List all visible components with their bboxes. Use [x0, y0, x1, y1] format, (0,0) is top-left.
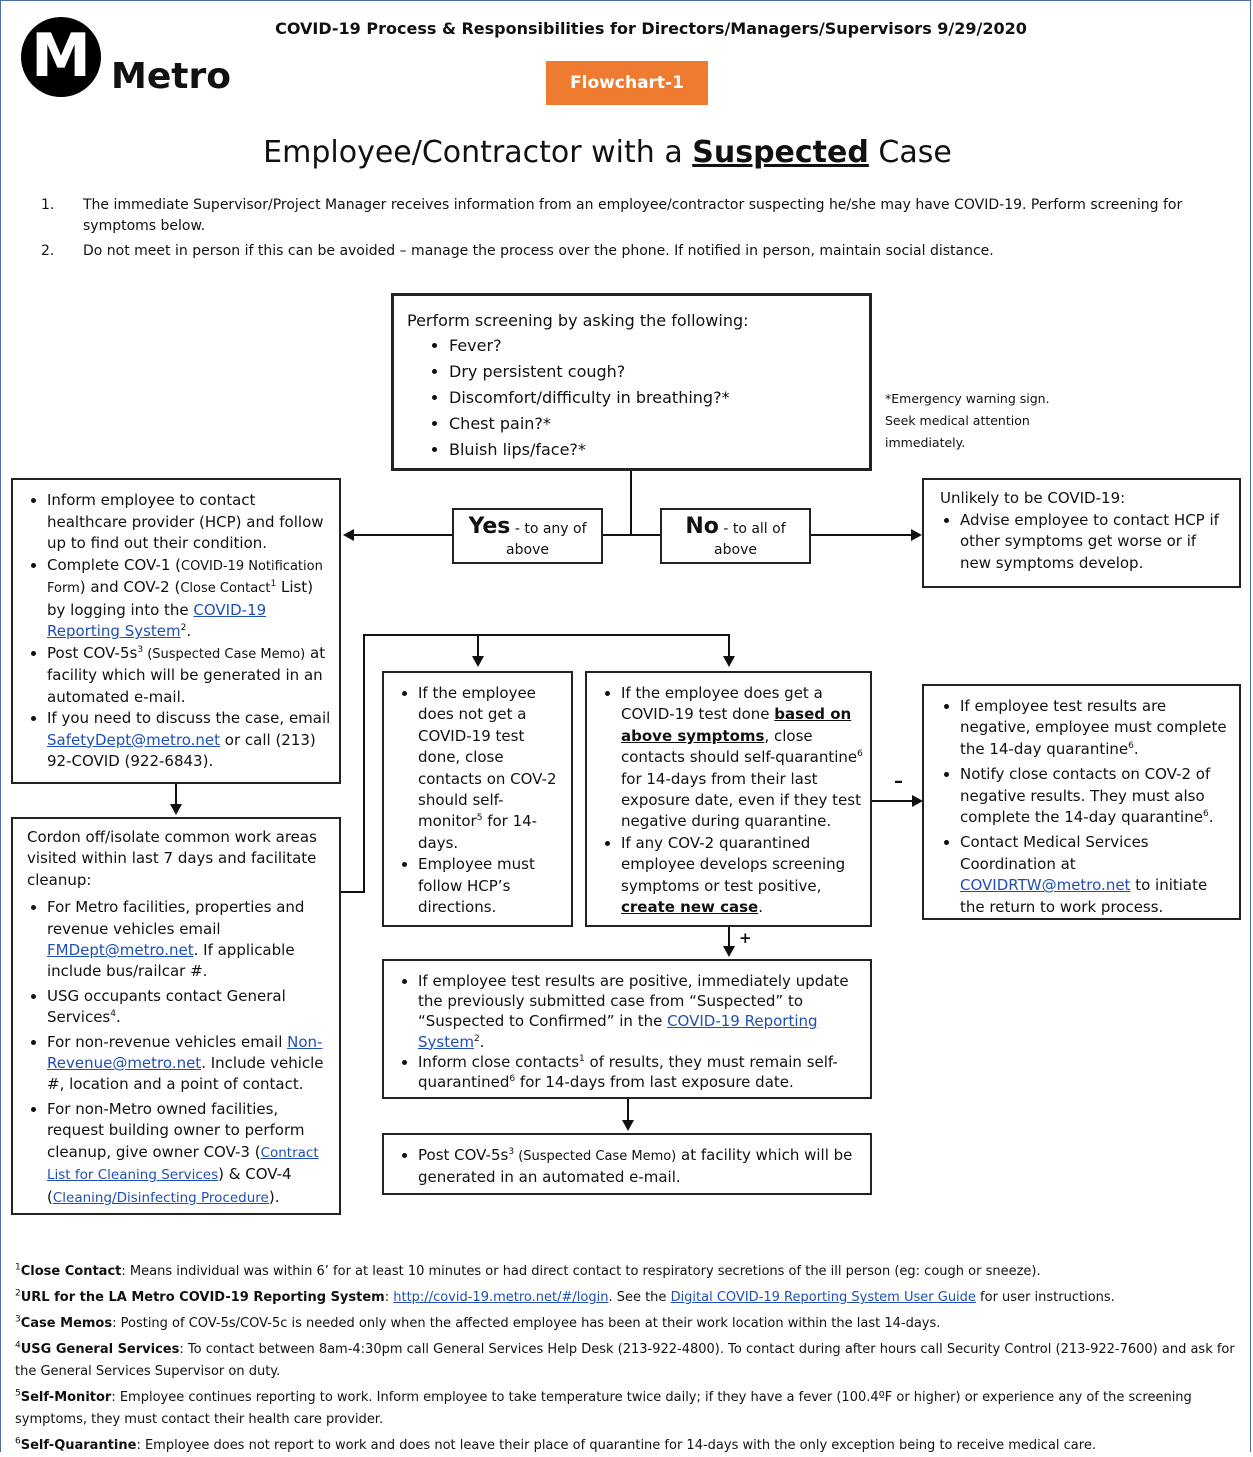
intro-list: 1. The immediate Supervisor/Project Mana… [41, 195, 1201, 262]
negative-box: If employee test results are negative, e… [922, 684, 1241, 920]
arrow-head [912, 795, 923, 807]
test-item: If the employee does get a COVID-19 test… [621, 683, 868, 833]
arrow-head [723, 656, 735, 667]
no-test-box: If the employee does not get a COVID-19 … [382, 671, 573, 927]
cordon-item: For non-revenue vehicles email Non-Reven… [47, 1032, 333, 1096]
metro-logo [21, 17, 101, 97]
intro-item: 2. Do not meet in person if this can be … [41, 243, 994, 259]
cordon-intro: Cordon off/isolate common work areas vis… [27, 828, 317, 889]
post-item: Post COV-5s3 (Suspected Case Memo) at fa… [418, 1145, 864, 1189]
unlikely-item: Advise employee to contact HCP if other … [960, 510, 1229, 575]
connector [341, 891, 365, 893]
cleaning-services-link[interactable]: Contract List for Cleaning Services [47, 1144, 319, 1184]
connector [872, 800, 913, 802]
unlikely-box: Unlikely to be COVID-19: Advise employee… [922, 478, 1241, 588]
connector [363, 634, 365, 893]
arrow-head [170, 804, 182, 815]
metro-logo-letter: M [31, 21, 91, 91]
no-test-item: If the employee does not get a COVID-19 … [418, 683, 567, 854]
negative-label: – [894, 771, 903, 792]
no-box: No - to all of above [660, 508, 811, 564]
reporting-system-link[interactable]: COVID-19 Reporting System [418, 1012, 818, 1051]
arrow-head [723, 946, 735, 957]
user-guide-link[interactable]: Digital COVID-19 Reporting System User G… [670, 1290, 976, 1305]
inform-item: Post COV-5s3 (Suspected Case Memo) at fa… [47, 643, 335, 709]
reporting-url-link[interactable]: http://covid-19.metro.net/#/login [393, 1290, 609, 1305]
page-heading: Employee/Contractor with a Suspected Cas… [263, 135, 952, 170]
cordon-item: For non-Metro owned facilities, request … [47, 1099, 333, 1209]
arrow-head [343, 529, 354, 541]
inform-item: Inform employee to contact healthcare pr… [47, 490, 335, 555]
footnote: 4USG General Services: To contact betwee… [15, 1340, 1235, 1379]
connector [175, 784, 177, 806]
metro-logo-text: Metro [111, 56, 231, 97]
screening-item: Bluish lips/face?* [449, 437, 869, 463]
positive-box: If employee test results are positive, i… [382, 959, 872, 1099]
connector [477, 634, 479, 656]
disinfecting-procedure-link[interactable]: Cleaning/Disinfecting Procedure [52, 1189, 269, 1206]
reporting-system-link[interactable]: COVID-19 Reporting System [47, 600, 267, 641]
no-test-item: Employee must follow HCP’s directions. [418, 854, 567, 918]
unlikely-title: Unlikely to be COVID-19: [940, 489, 1126, 507]
document-title: COVID-19 Process & Responsibilities for … [275, 19, 1027, 38]
negative-item: If employee test results are negative, e… [960, 696, 1233, 760]
screening-item: Dry persistent cough? [449, 359, 869, 385]
emergency-note: *Emergency warning sign. Seek medical at… [885, 391, 1050, 450]
negative-item: Notify close contacts on COV-2 of negati… [960, 764, 1233, 828]
screening-item: Fever? [449, 333, 869, 359]
intro-item: 1. The immediate Supervisor/Project Mana… [41, 197, 1183, 234]
inform-item: If you need to discuss the case, email S… [47, 708, 335, 773]
negative-item: Contact Medical Services Coordination at… [960, 832, 1233, 918]
flowchart-badge: Flowchart-1 [546, 61, 708, 105]
positive-item: If employee test results are positive, i… [418, 971, 864, 1052]
connector [728, 634, 730, 656]
footnote: 2URL for the LA Metro COVID-19 Reporting… [15, 1288, 1115, 1305]
inform-box: Inform employee to contact healthcare pr… [11, 478, 341, 784]
heading-emphasis: Suspected [692, 135, 869, 170]
screening-title: Perform screening by asking the followin… [407, 311, 749, 330]
connector [728, 927, 730, 947]
connector [363, 634, 730, 636]
safety-email-link[interactable]: SafetyDept@metro.net [47, 730, 221, 749]
positive-label: + [739, 929, 752, 947]
cordon-box: Cordon off/isolate common work areas vis… [11, 817, 341, 1215]
arrow-head [911, 529, 922, 541]
screening-box: Perform screening by asking the followin… [391, 293, 872, 471]
cordon-item: For Metro facilities, properties and rev… [47, 897, 333, 983]
footnote: 1Close Contact: Means individual was wit… [15, 1262, 1041, 1279]
fmdept-email-link[interactable]: FMDept@metro.net [47, 941, 194, 960]
nonrevenue-email-link[interactable]: Non-Revenue@metro.net [47, 1032, 323, 1073]
connector [627, 1099, 629, 1121]
arrow-head [622, 1120, 634, 1131]
cordon-item: USG occupants contact General Services4. [47, 986, 333, 1029]
screening-list: Fever? Dry persistent cough? Discomfort/… [407, 333, 869, 463]
connector [630, 471, 632, 535]
positive-item: Inform close contacts1 of results, they … [418, 1052, 864, 1092]
screening-item: Discomfort/difficulty in breathing?* [449, 385, 869, 411]
inform-item: Complete COV-1 (COVID-19 Notification Fo… [47, 555, 335, 643]
footnote: 6Self-Quarantine: Employee does not repo… [15, 1436, 1096, 1453]
screening-item: Chest pain?* [449, 411, 869, 437]
footnote: 5Self-Monitor: Employee continues report… [15, 1388, 1192, 1427]
covidrtw-email-link[interactable]: COVIDRTW@metro.net [960, 876, 1131, 895]
test-box: If the employee does get a COVID-19 test… [585, 671, 872, 927]
test-item: If any COV-2 quarantined employee develo… [621, 833, 868, 919]
yes-box: Yes - to any of above [452, 508, 603, 564]
arrow-head [472, 656, 484, 667]
post-box: Post COV-5s3 (Suspected Case Memo) at fa… [382, 1133, 872, 1195]
footnote: 3Case Memos: Posting of COV-5s/COV-5c is… [15, 1314, 941, 1331]
